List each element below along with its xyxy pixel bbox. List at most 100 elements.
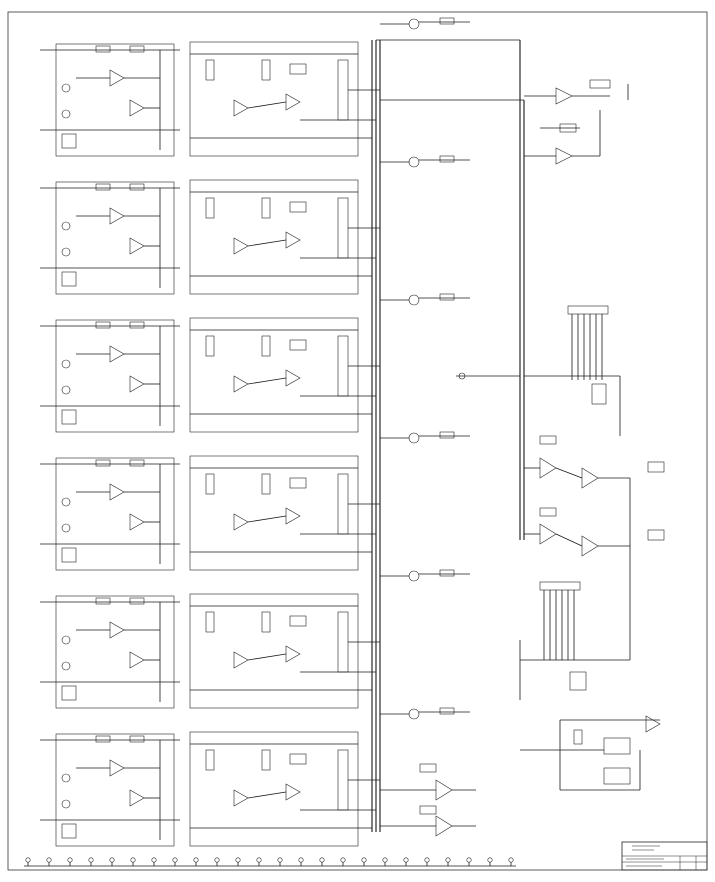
resistor-ladder	[337, 473, 349, 535]
wire	[247, 791, 287, 799]
potentiometer	[205, 611, 215, 633]
connector-pin	[193, 857, 199, 863]
relay	[61, 271, 77, 287]
op-amp	[129, 789, 145, 807]
connector-pin	[46, 857, 52, 863]
resistor	[439, 431, 455, 439]
channel-strip	[40, 455, 380, 571]
resistor-ladder	[337, 197, 349, 259]
op-amp	[129, 651, 145, 669]
resistor	[129, 45, 145, 53]
wire	[247, 653, 287, 661]
connector-pin	[235, 857, 241, 863]
potentiometer	[261, 473, 271, 495]
connector-pin	[466, 857, 472, 863]
connector-pin	[151, 857, 157, 863]
potentiometer	[261, 197, 271, 219]
resistor	[129, 597, 145, 605]
connector-pin	[256, 857, 262, 863]
trimmer	[289, 477, 307, 489]
resistor	[129, 735, 145, 743]
transistor	[408, 570, 420, 582]
connector-pin	[487, 857, 493, 863]
connector-pin	[25, 857, 31, 863]
op-amp	[129, 237, 145, 255]
relay	[61, 823, 77, 839]
input-section-frame	[55, 595, 175, 709]
resistor	[439, 17, 455, 25]
wire	[247, 377, 287, 385]
connector-pin	[361, 857, 367, 863]
mixer-section-frame	[189, 41, 359, 157]
resistor	[439, 569, 455, 577]
input-jack	[61, 661, 71, 671]
mixer-section-frame	[189, 179, 359, 295]
buffer-transistor	[380, 431, 470, 444]
input-section-frame	[55, 319, 175, 433]
trimmer	[289, 63, 307, 75]
input-jack	[61, 773, 71, 783]
title-block	[621, 841, 708, 871]
trimmer	[289, 615, 307, 627]
mixer-section-frame	[189, 317, 359, 433]
potentiometer	[205, 473, 215, 495]
wire	[247, 239, 287, 247]
connector-pin	[130, 857, 136, 863]
connector-pin	[445, 857, 451, 863]
upper-right-amplifiers	[524, 79, 629, 165]
connector-pin	[109, 857, 115, 863]
connector-pin	[403, 857, 409, 863]
connector-pin	[277, 857, 283, 863]
connector-pin	[382, 857, 388, 863]
resistor-ladder	[337, 749, 349, 811]
resistor	[95, 45, 111, 53]
op-amp	[109, 207, 125, 225]
op-amp	[233, 513, 249, 531]
op-amp	[285, 231, 301, 249]
connector-pin	[88, 857, 94, 863]
mixer-section-frame	[189, 455, 359, 571]
potentiometer	[205, 59, 215, 81]
op-amp	[285, 645, 301, 663]
relay	[61, 409, 77, 425]
input-jack	[61, 385, 71, 395]
output-amplifiers	[380, 763, 476, 837]
op-amp	[129, 513, 145, 531]
transistor	[408, 432, 420, 444]
input-jack	[61, 247, 71, 257]
op-amp	[233, 99, 249, 117]
input-jack	[61, 359, 71, 369]
potentiometer	[205, 335, 215, 357]
input-jack	[61, 83, 71, 93]
buffer-stages	[380, 17, 470, 720]
resistor-ladder	[337, 335, 349, 397]
connector-pin	[214, 857, 220, 863]
resistor	[95, 459, 111, 467]
relay	[61, 685, 77, 701]
op-amp	[285, 507, 301, 525]
channel-strip	[40, 731, 380, 847]
connector-pin	[172, 857, 178, 863]
resistor	[439, 293, 455, 301]
buffer-transistor	[380, 155, 470, 168]
potentiometer	[261, 59, 271, 81]
op-amp	[285, 369, 301, 387]
buffer-transistor	[380, 17, 470, 30]
op-amp	[109, 345, 125, 363]
trimmer	[289, 201, 307, 213]
op-amp	[109, 69, 125, 87]
main-buses	[371, 39, 525, 832]
relay	[61, 133, 77, 149]
op-amp	[129, 375, 145, 393]
op-amp	[233, 375, 249, 393]
channel-strip	[40, 41, 380, 157]
wire	[247, 101, 287, 109]
potentiometer	[205, 749, 215, 771]
input-jack	[61, 221, 71, 231]
input-jack	[61, 635, 71, 645]
resistor	[439, 707, 455, 715]
input-section-frame	[55, 181, 175, 295]
channel-strips	[40, 41, 380, 847]
connector-pin	[319, 857, 325, 863]
